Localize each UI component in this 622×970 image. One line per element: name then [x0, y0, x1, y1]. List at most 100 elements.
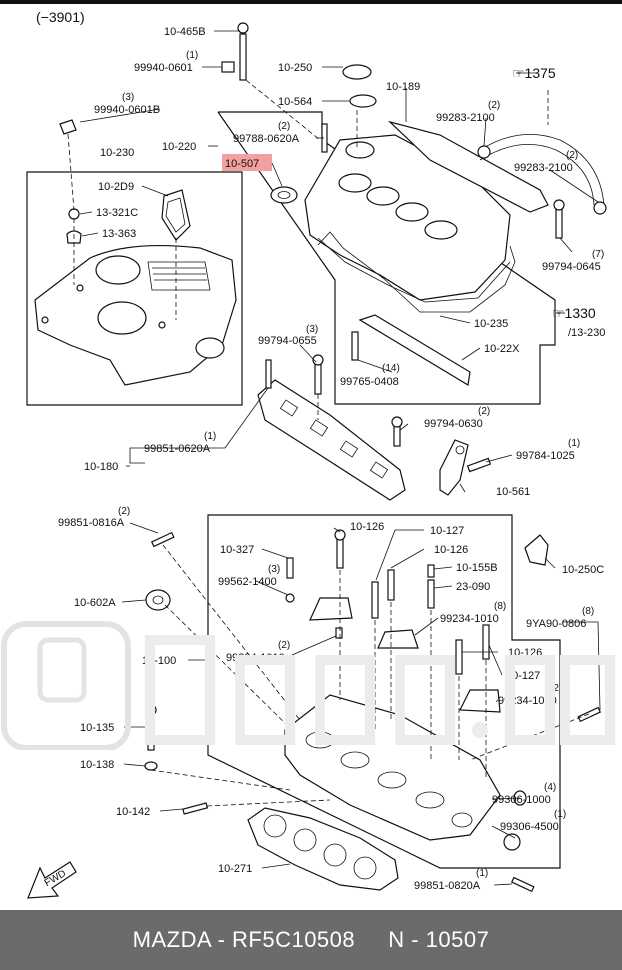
label-13-321C: 13-321C: [96, 207, 138, 219]
ref-1330: ☞1330: [552, 305, 596, 321]
cylinder-head-box: [207, 514, 561, 869]
valve-cover-part: [304, 134, 511, 303]
label-10-155B: 10-155B: [456, 562, 498, 574]
label-10-126-b: 10-126: [434, 544, 468, 556]
label-10-465B: 10-465B: [164, 26, 206, 38]
bolt-10-126-a: [336, 537, 344, 569]
baffle-10-189: [387, 120, 549, 213]
label-99234-1010-a: 99234-1010: [226, 652, 285, 664]
intake-manifold-10-180: [257, 379, 406, 501]
bolt-99784-1025: [466, 457, 492, 473]
label-23-090: 23-090: [456, 581, 490, 593]
washer-10-138: [144, 761, 158, 771]
label-99784-1025: 99784-1025: [516, 450, 575, 462]
label-99940-0601: 99940-0601: [134, 62, 193, 74]
head-gasket-10-271: [247, 807, 399, 891]
gasket-10-235: [317, 231, 516, 313]
label-10-602A: 10-602A: [74, 597, 116, 609]
svg-text:(4): (4): [544, 782, 556, 793]
cap-10-100-b: [377, 629, 419, 649]
cap-10-100-a: [309, 597, 353, 621]
footer-part-number: MAZDA - RF5C10508 N - 10507: [0, 910, 622, 970]
label-99794-0655: 99794-0655: [258, 335, 317, 347]
gasket-10-22X: [358, 314, 471, 386]
bolt-99794-0645: [555, 207, 563, 239]
svg-text:(7): (7): [592, 249, 604, 260]
bracket-10-2D9: [161, 189, 191, 241]
svg-text:(2): (2): [566, 150, 578, 161]
label-99306-1000: 99306-1000: [492, 794, 551, 806]
ref-1375: ☞1375: [512, 65, 556, 81]
washer-13-321C: [68, 208, 80, 220]
bolt-10-135: [147, 711, 155, 751]
label-10-561: 10-561: [496, 486, 530, 498]
top-border: [0, 0, 622, 4]
highlight-box: [222, 154, 272, 171]
leader-lines: [79, 30, 601, 886]
clamp-99283-2100-a: [477, 145, 491, 159]
label-99794-0645: 99794-0645: [542, 261, 601, 273]
nut-99940-0601: [221, 61, 235, 73]
label-10-235: 10-235: [474, 318, 508, 330]
engine-cover-box: [26, 171, 243, 406]
label-99283-2100-a: 99283-2100: [436, 112, 495, 124]
plug-10-155B: [427, 564, 435, 578]
stud-99851-0816A: [150, 531, 175, 548]
svg-text:(2): (2): [278, 121, 290, 132]
header-code: (−3901): [36, 9, 85, 25]
svg-text:(2): (2): [278, 640, 290, 651]
cover-10-250C: [524, 534, 549, 566]
svg-text:(2): (2): [118, 506, 130, 517]
label-99306-4500: 99306-4500: [500, 821, 559, 833]
svg-text:(2): (2): [488, 100, 500, 111]
fwd-arrow: FWD: [27, 861, 77, 899]
part-labels: 10-465B (1) 99940-0601 10-250 10-564 10-…: [58, 26, 605, 892]
label-10-230: 10-230: [100, 147, 134, 159]
plug-99306-4500: [503, 833, 521, 851]
label-10-327: 10-327: [220, 544, 254, 556]
label-10-135: 10-135: [80, 722, 114, 734]
svg-text:(3): (3): [268, 564, 280, 575]
label-10-564: 10-564: [278, 96, 312, 108]
parts-diagram: (−3901): [0, 0, 622, 899]
label-9YA90-0806: 9YA90-0806: [526, 618, 586, 630]
label-99851-0820A: 99851-0820A: [414, 880, 481, 892]
label-99283-2100-b: 99283-2100: [514, 162, 573, 174]
label-10-126-c: 10-126: [508, 647, 542, 659]
bolt-10-127-a: [371, 581, 379, 619]
label-99234-1010-c: 99234-1010: [498, 695, 557, 707]
dowel-99234-1010-a: [335, 627, 343, 639]
label-99851-0620A: 99851-0620A: [144, 443, 211, 455]
bolt-10-127-b: [482, 624, 490, 660]
label-10-180: 10-180: [84, 461, 118, 473]
bolt-10-126-b: [387, 569, 395, 601]
svg-text:(1): (1): [554, 809, 566, 820]
oil-cap-10-250: [342, 64, 372, 80]
stud-99851-0620A: [265, 359, 272, 389]
pin-23-090: [427, 579, 435, 609]
label-10-271: 10-271: [218, 863, 252, 875]
bolt-10-465B: [239, 33, 247, 81]
clamp-99283-2100-b: [593, 201, 607, 215]
svg-text:(14): (14): [382, 363, 400, 374]
cap-10-100-c: [459, 689, 501, 713]
bolt-99794-0655: [314, 361, 322, 395]
svg-text:(8): (8): [494, 601, 506, 612]
label-99234-1010-b: 99234-1010: [440, 613, 499, 625]
label-99851-0816A: 99851-0816A: [58, 517, 125, 529]
svg-text:(1): (1): [204, 431, 216, 442]
svg-text:(3): (3): [122, 92, 134, 103]
seal-10-602A: [145, 589, 171, 611]
label-10-138: 10-138: [80, 759, 114, 771]
label-13-363: 13-363: [102, 228, 136, 240]
plug-10-327: [286, 557, 294, 579]
label-10-22X: 10-22X: [484, 343, 520, 355]
washer-99562-1400: [285, 593, 295, 603]
label-99765-0408: 99765-0408: [340, 376, 399, 388]
label-10-126-a: 10-126: [350, 521, 384, 533]
seal-10-507: [270, 186, 298, 204]
stud-99851-0820A: [510, 876, 535, 893]
label-10-189: 10-189: [386, 81, 420, 93]
label-99788-0620A: 99788-0620A: [233, 133, 300, 145]
svg-text:(1): (1): [186, 50, 198, 61]
